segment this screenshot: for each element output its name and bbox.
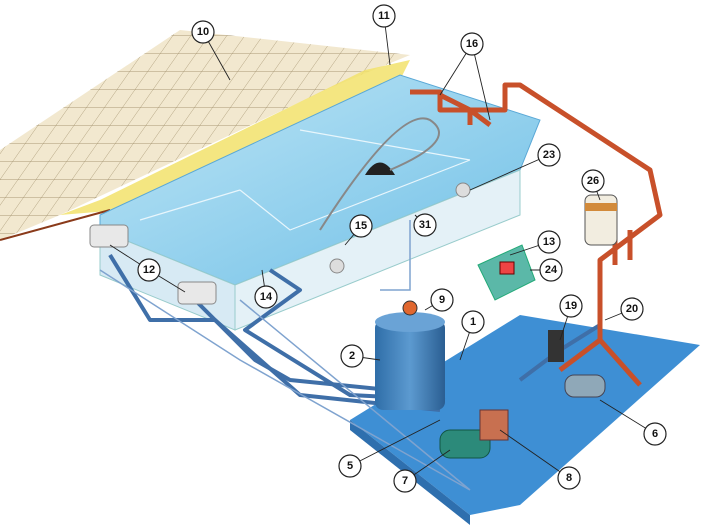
svg-text:12: 12 bbox=[143, 264, 155, 276]
chlorinator bbox=[584, 194, 618, 246]
svg-text:16: 16 bbox=[466, 38, 478, 50]
callout-5: 5 bbox=[338, 454, 362, 478]
suction-pipe-2 bbox=[193, 298, 441, 397]
return-pipe-pump bbox=[558, 338, 602, 372]
callout-9: 9 bbox=[430, 288, 454, 312]
main-pump bbox=[439, 409, 509, 459]
svg-text:5: 5 bbox=[347, 460, 353, 472]
sensor-box bbox=[548, 330, 564, 362]
booster-pump bbox=[564, 374, 606, 398]
callout-13: 13 bbox=[537, 230, 561, 254]
svg-text:15: 15 bbox=[355, 220, 367, 232]
callout-10: 10 bbox=[191, 20, 215, 44]
callout-19: 19 bbox=[559, 294, 583, 318]
callout-15: 15 bbox=[349, 214, 373, 238]
svg-text:11: 11 bbox=[378, 10, 390, 22]
callout-20: 20 bbox=[620, 297, 644, 321]
callout-7: 7 bbox=[393, 469, 417, 493]
skimmers bbox=[89, 224, 217, 305]
callout-14: 14 bbox=[254, 285, 278, 309]
callout-6: 6 bbox=[643, 422, 667, 446]
svg-text:20: 20 bbox=[626, 303, 638, 315]
svg-text:31: 31 bbox=[419, 219, 431, 231]
svg-text:14: 14 bbox=[260, 291, 273, 303]
callout-23: 23 bbox=[537, 143, 561, 167]
svg-text:23: 23 bbox=[543, 149, 555, 161]
svg-text:19: 19 bbox=[565, 300, 577, 312]
callout-26: 26 bbox=[581, 169, 605, 193]
pool-wall-side bbox=[234, 169, 521, 331]
svg-text:24: 24 bbox=[545, 264, 558, 276]
svg-text:2: 2 bbox=[349, 350, 355, 362]
pool-floor-lines bbox=[139, 129, 471, 231]
svg-text:13: 13 bbox=[543, 236, 555, 248]
deck-edge bbox=[0, 209, 111, 241]
callout-8: 8 bbox=[557, 466, 581, 490]
callout-16: 16 bbox=[460, 32, 484, 56]
callout-31: 31 bbox=[413, 213, 437, 237]
conduit-lines bbox=[99, 220, 471, 491]
pool-lights bbox=[329, 182, 471, 274]
coping-band bbox=[60, 60, 410, 215]
callout-24: 24 bbox=[539, 258, 563, 282]
callout-2: 2 bbox=[340, 344, 364, 368]
svg-text:9: 9 bbox=[439, 294, 445, 306]
sand-filter bbox=[375, 300, 445, 410]
svg-text:26: 26 bbox=[587, 175, 599, 187]
equipment-base bbox=[350, 315, 700, 515]
svg-text:8: 8 bbox=[566, 472, 572, 484]
tile-deck bbox=[0, 30, 410, 240]
return-pipe-inlet bbox=[438, 92, 492, 127]
callout-12: 12 bbox=[137, 258, 161, 282]
callout-1: 1 bbox=[461, 310, 485, 334]
return-pipe-main bbox=[410, 82, 663, 387]
callout-11: 11 bbox=[372, 4, 396, 28]
svg-text:6: 6 bbox=[652, 428, 658, 440]
svg-text:7: 7 bbox=[402, 475, 408, 487]
pool-cleaner bbox=[319, 117, 440, 231]
svg-text:1: 1 bbox=[470, 316, 476, 328]
control-box bbox=[477, 244, 536, 301]
svg-text:10: 10 bbox=[197, 26, 209, 38]
